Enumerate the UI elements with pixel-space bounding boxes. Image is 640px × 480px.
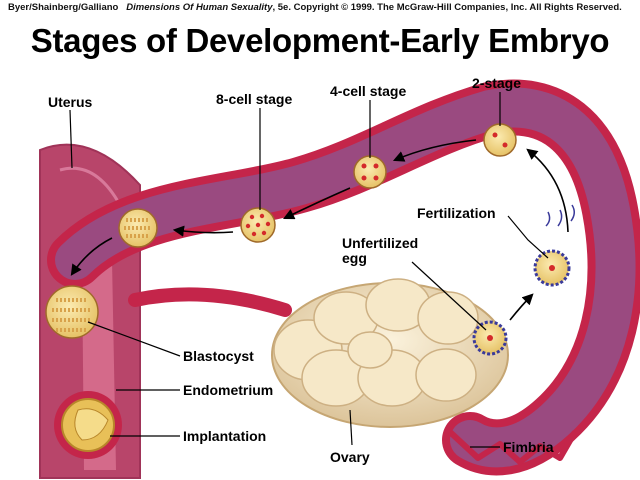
eight-cell-nuclei <box>245 213 271 237</box>
sperm-tail <box>570 204 575 222</box>
implanted-blastocyst-cells <box>74 408 109 441</box>
sperm-tail <box>545 211 551 227</box>
eight-cell-nucleus <box>251 231 257 237</box>
fimbria <box>447 429 578 465</box>
two-cell-embryo-cell <box>483 123 517 157</box>
label-endometrium: Endometrium <box>183 382 273 398</box>
blastocyst <box>45 285 99 339</box>
implantation-site <box>54 391 122 459</box>
ovarian-ligament <box>128 287 292 317</box>
blastocyst-texture <box>52 298 92 332</box>
migration-arrows <box>70 139 569 321</box>
leader-lines <box>69 92 549 448</box>
eight-cell-nucleus <box>255 222 261 228</box>
label-ovary: Ovary <box>330 449 370 465</box>
fertilized-egg <box>533 249 571 287</box>
leader-ovary <box>349 409 353 446</box>
arrow-eight-cell-to-morula <box>172 225 234 237</box>
credit-rest: , 5e. Copyright © 1999. The McGraw-Hill … <box>272 2 622 13</box>
copyright-credit: Byer/Shainberg/Galliano Dimensions Of Hu… <box>8 2 636 13</box>
arrow-two-cell-to-four-cell <box>392 139 477 162</box>
label-blastocyst: Blastocyst <box>183 348 254 364</box>
leader-unfertilized-egg <box>411 261 487 331</box>
credit-authors: Byer/Shainberg/Galliano <box>8 2 119 13</box>
four-cell-nucleus <box>361 175 367 181</box>
fertilized-egg-nucleus <box>549 265 555 271</box>
embryo-cells <box>45 123 571 356</box>
uterus-inner-highlight <box>59 166 122 206</box>
eight-cell-nucleus <box>245 223 251 229</box>
two-cell-nucleus <box>502 142 508 148</box>
arrow-morula-to-blastocyst <box>70 237 113 276</box>
morula-texture <box>124 218 152 238</box>
arrow-four-cell-to-eight-cell <box>282 187 351 220</box>
label-uterus: Uterus <box>48 94 93 110</box>
eight-cell-nucleus <box>249 214 255 220</box>
two-cell-embryo <box>483 123 517 157</box>
ovary-follicles <box>273 278 479 407</box>
label-unfertilized: Unfertilized <box>342 235 418 251</box>
ovary-follicle <box>415 348 477 402</box>
eight-cell-nucleus <box>261 230 267 236</box>
label-implantation: Implantation <box>183 428 266 444</box>
label-two-stage: 2-stage <box>472 75 521 91</box>
four-cell-nucleus <box>361 163 367 169</box>
four-cell-embryo <box>353 155 387 189</box>
leader-uterus <box>69 109 73 169</box>
four-cell-embryo-cell <box>353 155 387 189</box>
fallopian-tube <box>47 79 640 476</box>
label-fimbria: Fimbria <box>503 439 554 455</box>
fallopian-tube-lumen <box>55 87 636 468</box>
credit-book-title: Dimensions Of Human Sexuality <box>126 2 273 13</box>
label-eight-cell-stage: 8-cell stage <box>216 91 292 107</box>
unfertilized-egg-nucleus <box>487 335 493 341</box>
arrow-fertilization-to-two-cell <box>526 148 569 233</box>
labels: Uterus 8-cell stage 4-cell stage 2-stage… <box>48 75 554 465</box>
ovary-follicle <box>417 291 479 345</box>
page-title: Stages of Development-Early Embryo <box>30 22 610 59</box>
eight-cell-nucleus <box>265 221 271 227</box>
four-cell-nucleus <box>373 175 379 181</box>
label-fertilization: Fertilization <box>417 205 496 221</box>
unfertilized-egg <box>472 320 508 356</box>
morula <box>118 208 158 248</box>
leader-fertilization <box>507 215 549 259</box>
two-cell-nucleus <box>492 132 498 138</box>
eight-cell-embryo <box>240 207 276 243</box>
sperm-cells <box>545 204 575 227</box>
sperm-tail <box>557 209 563 227</box>
ovary <box>271 278 509 428</box>
label-four-cell-stage: 4-cell stage <box>330 83 406 99</box>
label-egg: egg <box>342 250 367 266</box>
arrow-egg-to-fertilization <box>509 293 534 321</box>
eight-cell-nucleus <box>259 213 265 219</box>
four-cell-nucleus <box>373 163 379 169</box>
ovary-follicle <box>347 331 393 369</box>
leader-blastocyst <box>87 321 181 357</box>
